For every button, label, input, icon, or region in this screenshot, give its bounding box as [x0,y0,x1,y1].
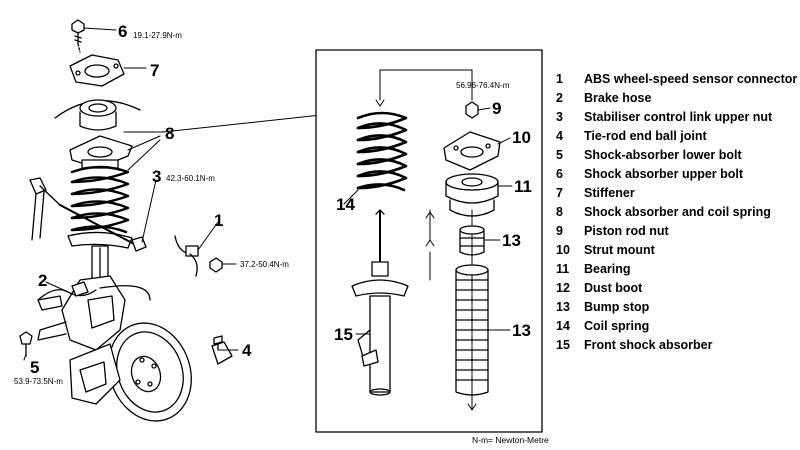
legend-number: 5 [556,148,563,162]
stiffener-drawing [69,54,125,87]
legend-item: 13 Bump stop [556,298,797,317]
legend-number: 2 [556,91,563,105]
legend-number: 10 [556,243,570,257]
torque-piston-nut: 56.96-76.4N-m [456,81,510,90]
legend-item: 1 ABS wheel-speed sensor connector [556,70,797,89]
legend-item: 15 Front shock absorber [556,336,797,355]
brake-disc-drawing [108,322,192,422]
strut-mount-drawing [443,131,501,171]
callout-3: 3 [152,167,161,186]
brake-caliper-drawing [69,343,121,405]
callout-9: 9 [492,99,501,118]
legend-number: 7 [556,186,563,200]
legend-label: Piston rod nut [584,224,669,238]
callout-7: 7 [150,61,159,80]
legend-item: 14 Coil spring [556,317,797,336]
legend-item: 8 Shock absorber and coil spring [556,203,797,222]
strut-coil-spring-drawing [70,165,130,234]
piston-rod-nut-drawing [465,101,479,119]
bump-stop-drawing [459,225,485,256]
coil-spring-14-drawing [356,111,408,192]
legend-number: 14 [556,319,570,333]
shock-absorber-drawing [351,209,409,396]
torque-upper-bolt: 19.1-27.9N-m [133,31,182,40]
callout-6: 6 [118,22,127,41]
legend-label: Bearing [584,262,631,276]
legend-number: 4 [556,129,563,143]
upper-spring-seat-drawing [54,99,141,131]
legend-label: Coil spring [584,319,650,333]
callout-13-dust-boot: 13 [512,321,531,340]
unit-note: N-m= Newton-Metre [472,435,549,445]
legend-number: 13 [556,300,570,314]
bearing-drawing [445,173,499,217]
tie-rod-nut-small-drawing [209,257,223,273]
legend-label: Brake hose [584,91,652,105]
legend-number: 8 [556,205,563,219]
panel-leader-lines [343,107,513,335]
legend-item: 11 Bearing [556,260,797,279]
callout-2: 2 [38,271,47,290]
legend-label: ABS wheel-speed sensor connector [584,72,798,86]
legend-label: Tie-rod end ball joint [584,129,707,143]
legend-label: Bump stop [584,300,650,314]
legend-number: 3 [556,110,563,124]
legend-item: 2 Brake hose [556,89,797,108]
callout-13-bump-stop: 13 [502,231,521,250]
callout-15: 15 [334,325,353,344]
torque-lower-bolt: 53.9-73.5N-m [14,377,63,386]
legend-item: 7 Stiffener [556,184,797,203]
legend-item: 9 Piston rod nut [556,222,797,241]
legend-label: Shock absorber and coil spring [584,205,771,219]
legend-number: 15 [556,338,570,352]
legend-item: 4 Tie-rod end ball joint [556,127,797,146]
legend-label: Front shock absorber [584,338,713,352]
callout-1: 1 [214,211,223,230]
callout-11: 11 [514,177,532,196]
legend-label: Shock absorber upper bolt [584,167,744,181]
legend-number: 6 [556,167,563,181]
legend-number: 9 [556,224,563,238]
lower-bolt-drawing [19,331,33,357]
legend-item: 10 Strut mount [556,241,797,260]
left-leader-lines [23,27,331,361]
legend-number: 1 [556,72,563,86]
legend-item: 6 Shock absorber upper bolt [556,165,797,184]
legend-label: Shock-absorber lower bolt [584,148,742,162]
legend-number: 11 [556,262,570,276]
torque-tie-rod: 37.2-50.4N-m [240,260,289,269]
legend-item: 5 Shock-absorber lower bolt [556,146,797,165]
callout-10: 10 [512,128,531,147]
legend-label: Dust boot [584,281,643,295]
upper-bolt-drawing [71,19,85,53]
parts-legend: 1 ABS wheel-speed sensor connector 2 Brake … [556,70,797,355]
tie-rod-end-drawing [211,335,233,365]
strut-top-mount-drawing [69,135,133,169]
legend-label: Stiffener [584,186,635,200]
dust-boot-drawing [455,264,489,396]
callout-5: 5 [30,358,39,377]
callout-4: 4 [242,341,252,360]
axis-guide-lines [375,69,477,411]
legend-label: Strut mount [584,243,655,257]
legend-label: Stabiliser control link upper nut [584,110,773,124]
torque-link-nut: 42.3-60.1N-m [166,174,215,183]
callout-14: 14 [336,195,355,214]
abs-connector-drawing [174,235,199,277]
callout-8: 8 [165,124,174,143]
legend-number: 12 [556,281,570,295]
legend-item: 3 Stabiliser control link upper nut [556,108,797,127]
legend-item: 12 Dust boot [556,279,797,298]
